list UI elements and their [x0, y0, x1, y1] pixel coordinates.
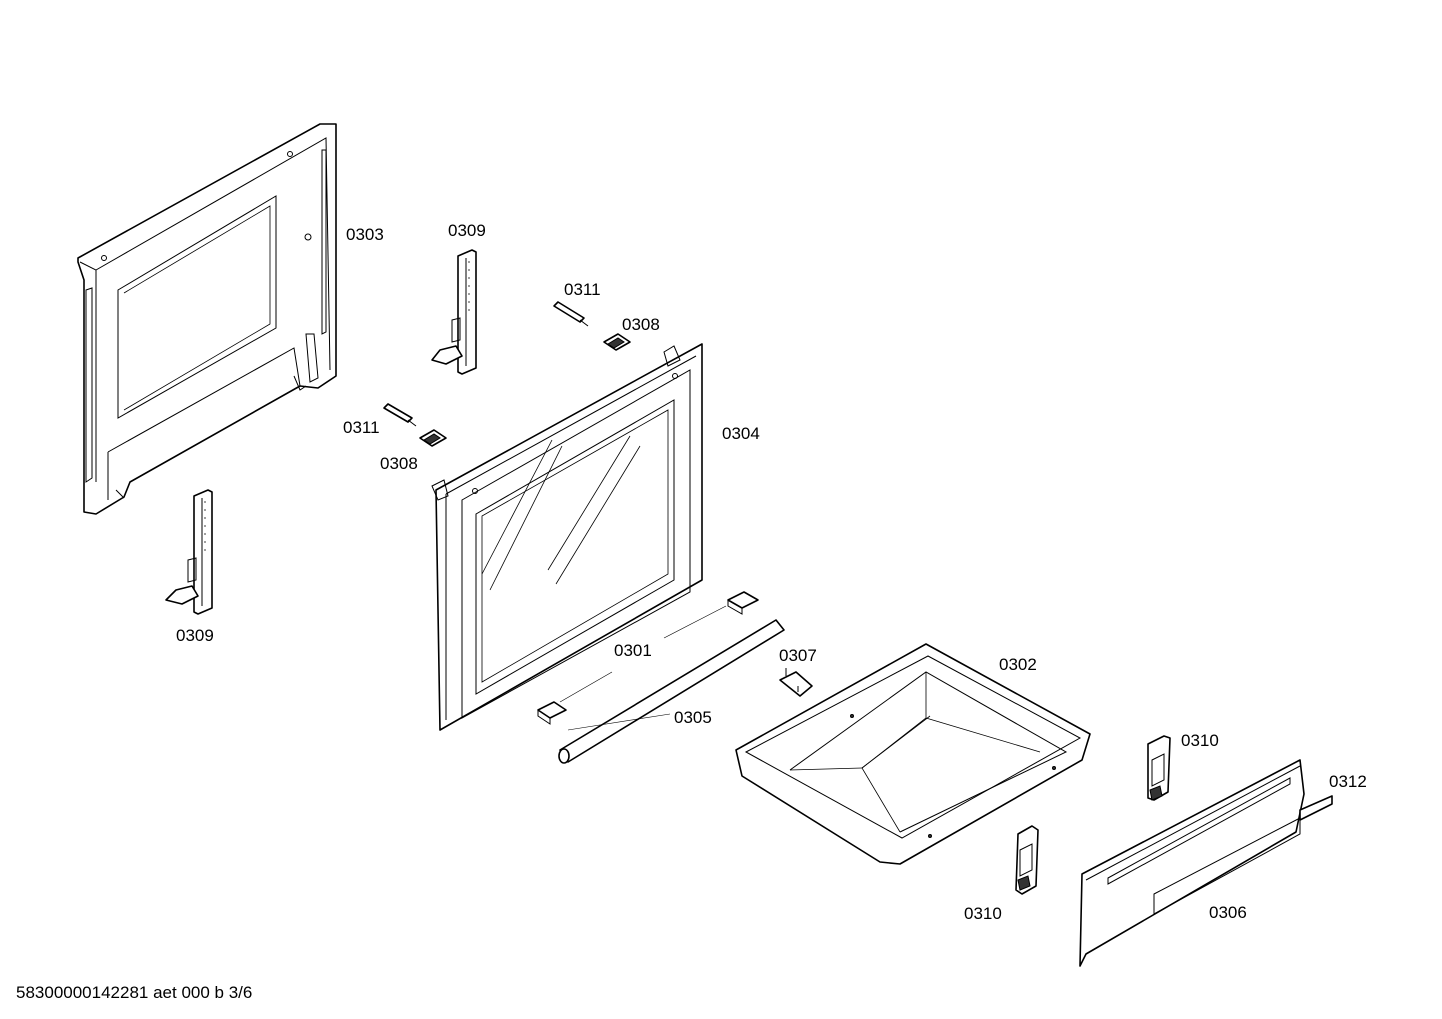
part-label-0303: 0303: [346, 225, 384, 244]
part-label-0305: 0305: [674, 708, 712, 727]
bracket-0310-top: [1147, 735, 1171, 801]
part-label-0310-bottom: 0310: [964, 904, 1002, 923]
hinge-0309-top: [431, 249, 477, 375]
part-label-0306: 0306: [1209, 903, 1247, 922]
inner-door-frame-0303: [77, 123, 337, 515]
part-label-0307: 0307: [779, 646, 817, 665]
holder-0301: [537, 591, 759, 725]
strip-0312: [1299, 795, 1333, 821]
rod-0305: [558, 619, 785, 764]
drawing-reference-code: 58300000142281 aet 000 b 3/6: [16, 983, 253, 1002]
bracket-0307: [779, 668, 813, 697]
clip-0308-mid: [419, 429, 447, 447]
hinge-0309-bottom: [165, 489, 213, 615]
part-label-0309-top: 0309: [448, 221, 486, 240]
part-label-0301: 0301: [614, 641, 652, 660]
part-label-0302: 0302: [999, 655, 1037, 674]
part-label-0311-mid: 0311: [343, 418, 380, 437]
part-label-0309-bottom: 0309: [176, 626, 214, 645]
part-label-0310-top: 0310: [1181, 731, 1219, 750]
bracket-0310-bottom: [1015, 825, 1039, 895]
part-label-0304: 0304: [722, 424, 760, 443]
outer-door-0304: [431, 343, 703, 731]
part-label-0312: 0312: [1329, 772, 1367, 791]
part-label-0308-top: 0308: [622, 315, 660, 334]
tray-0302: [735, 643, 1091, 865]
drawer-front-0306: [1079, 759, 1305, 967]
part-label-0308-mid: 0308: [380, 454, 418, 473]
clip-0308-top: [603, 333, 631, 351]
part-label-0311-top: 0311: [564, 280, 601, 299]
pin-0311-mid: [383, 403, 417, 427]
pin-0311-top: [553, 301, 589, 327]
